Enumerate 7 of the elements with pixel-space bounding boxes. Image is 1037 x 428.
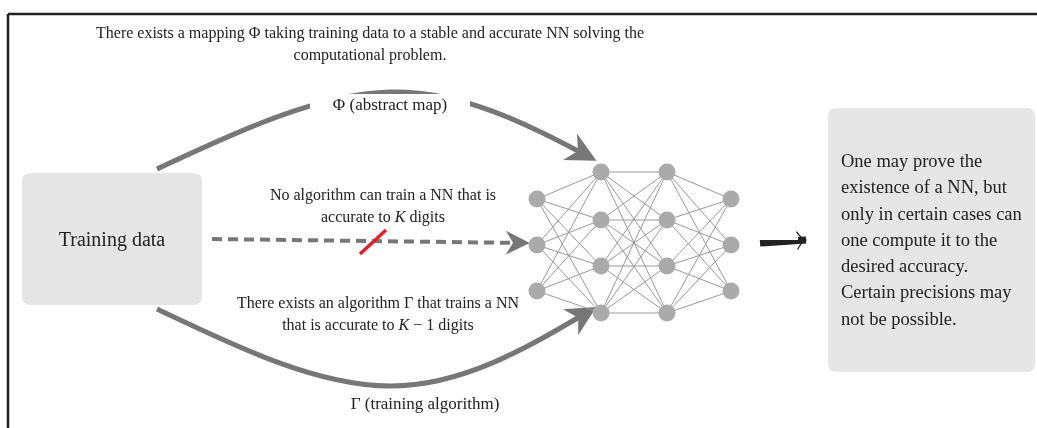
neural-network-drawing [527, 162, 741, 324]
edge-label: Φ (abstract map) [310, 94, 470, 117]
box-text: One may prove the existence of a NN, but only in certain cases can one compute it to the desired accuracy. Certain precisions may not be possible. [841, 150, 1023, 331]
conclusion-box [828, 108, 1035, 372]
box-text: Training data [58, 227, 166, 252]
dashed-arrow [211, 230, 530, 255]
input-box [22, 173, 202, 305]
